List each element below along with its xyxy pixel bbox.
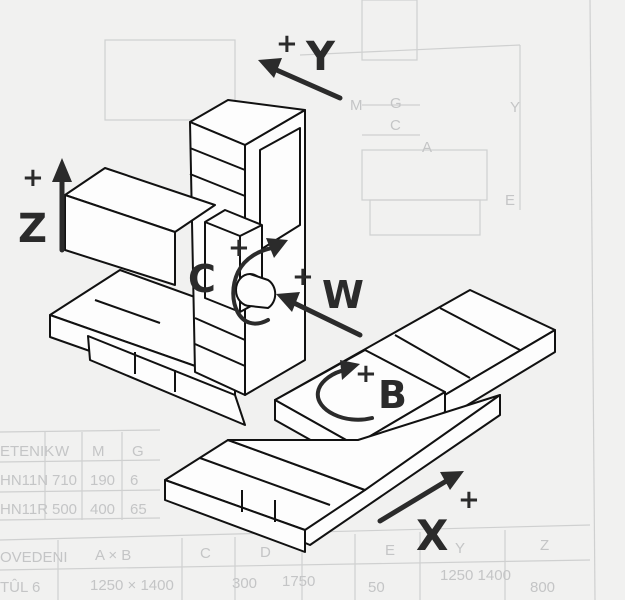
axis-c: C + — [188, 233, 288, 326]
x-label: X — [416, 511, 448, 560]
bg-bh-4: E — [385, 542, 395, 559]
bg-td-1-3: 65 — [130, 501, 147, 518]
bg-bd-4: 50 — [368, 579, 385, 596]
bg-bd-0: TÛL 6 — [0, 579, 40, 596]
w-arrow-shaft — [289, 299, 363, 338]
bg-th-3: G — [132, 443, 144, 460]
axis-x: X + — [377, 471, 480, 560]
b-arrow-icon — [340, 360, 360, 380]
w-label: W — [322, 273, 364, 317]
b-sign: + — [355, 359, 377, 389]
bg-td-1-2: 400 — [90, 501, 115, 518]
bg-td-1-1: 500 — [52, 501, 77, 518]
bg-bh-0: OVEDENI — [0, 549, 68, 566]
bg-table-bottom: OVEDENI A × B C D E Y Z TÛL 6 1250 × 140… — [0, 524, 591, 600]
bg-bh-5: Y — [455, 540, 465, 557]
bg-label-m: M — [350, 97, 363, 114]
bg-bd-5: 1250 1400 — [440, 567, 511, 584]
axis-z: + Z — [18, 158, 72, 253]
bg-td-0-1: 710 — [52, 472, 77, 489]
bg-label-g: G — [390, 95, 402, 112]
bg-label-y: Y — [510, 99, 520, 116]
y-label: Y — [305, 34, 336, 80]
bg-bd-3: 1750 — [282, 573, 315, 590]
bg-label-c: C — [390, 117, 401, 134]
y-arrow-shaft — [269, 65, 343, 101]
bg-table-top: ETENIK W M G HN11N 710 190 6 HN11R 500 4… — [0, 429, 161, 521]
bg-td-1-0: HN11R — [0, 501, 48, 518]
bg-label-e: E — [505, 192, 515, 209]
bg-bh-6: Z — [540, 537, 549, 554]
w-sign: + — [292, 262, 314, 292]
bg-th-0: ETENIK — [0, 443, 54, 460]
axis-w: + W — [276, 262, 364, 338]
ram — [64, 167, 216, 286]
bg-bh-2: C — [200, 545, 211, 562]
bg-th-1: W — [55, 443, 70, 460]
c-sign: + — [228, 233, 250, 263]
machine-drawing — [49, 99, 556, 553]
c-rotation-arrow — [231, 246, 274, 326]
b-label: B — [378, 373, 407, 417]
y-sign: + — [276, 29, 298, 59]
background-drawing: M G C A Y E ETENIK W M G HN11N 710 190 6… — [0, 0, 596, 600]
z-sign: + — [22, 163, 44, 193]
x-arrow-icon — [440, 471, 464, 490]
bg-label-a: A — [422, 139, 432, 156]
bg-bd-1: 1250 × 1400 — [90, 577, 174, 594]
bg-td-0-2: 190 — [90, 472, 115, 489]
x-arrow-shaft — [377, 477, 451, 524]
axis-y: + Y — [258, 29, 343, 101]
bg-td-0-0: HN11N — [0, 472, 48, 489]
bg-th-2: M — [92, 443, 105, 460]
bg-td-0-3: 6 — [130, 472, 138, 489]
headstock — [204, 209, 277, 313]
z-label: Z — [18, 206, 47, 252]
w-arrow-icon — [276, 292, 300, 312]
z-arrow-icon — [52, 158, 72, 182]
c-arrow-icon — [266, 238, 288, 258]
y-arrow-icon — [258, 58, 282, 78]
b-rotation-arrow — [315, 368, 374, 422]
x-sign: + — [458, 485, 480, 515]
x-saddle — [164, 394, 501, 553]
bg-bd-2: 300 — [232, 575, 257, 592]
bg-bh-1: A × B — [95, 547, 131, 564]
axis-b: + B — [315, 359, 407, 422]
bg-bh-3: D — [260, 544, 271, 561]
bg-bd-6: 800 — [530, 579, 555, 596]
c-label: C — [188, 257, 216, 301]
